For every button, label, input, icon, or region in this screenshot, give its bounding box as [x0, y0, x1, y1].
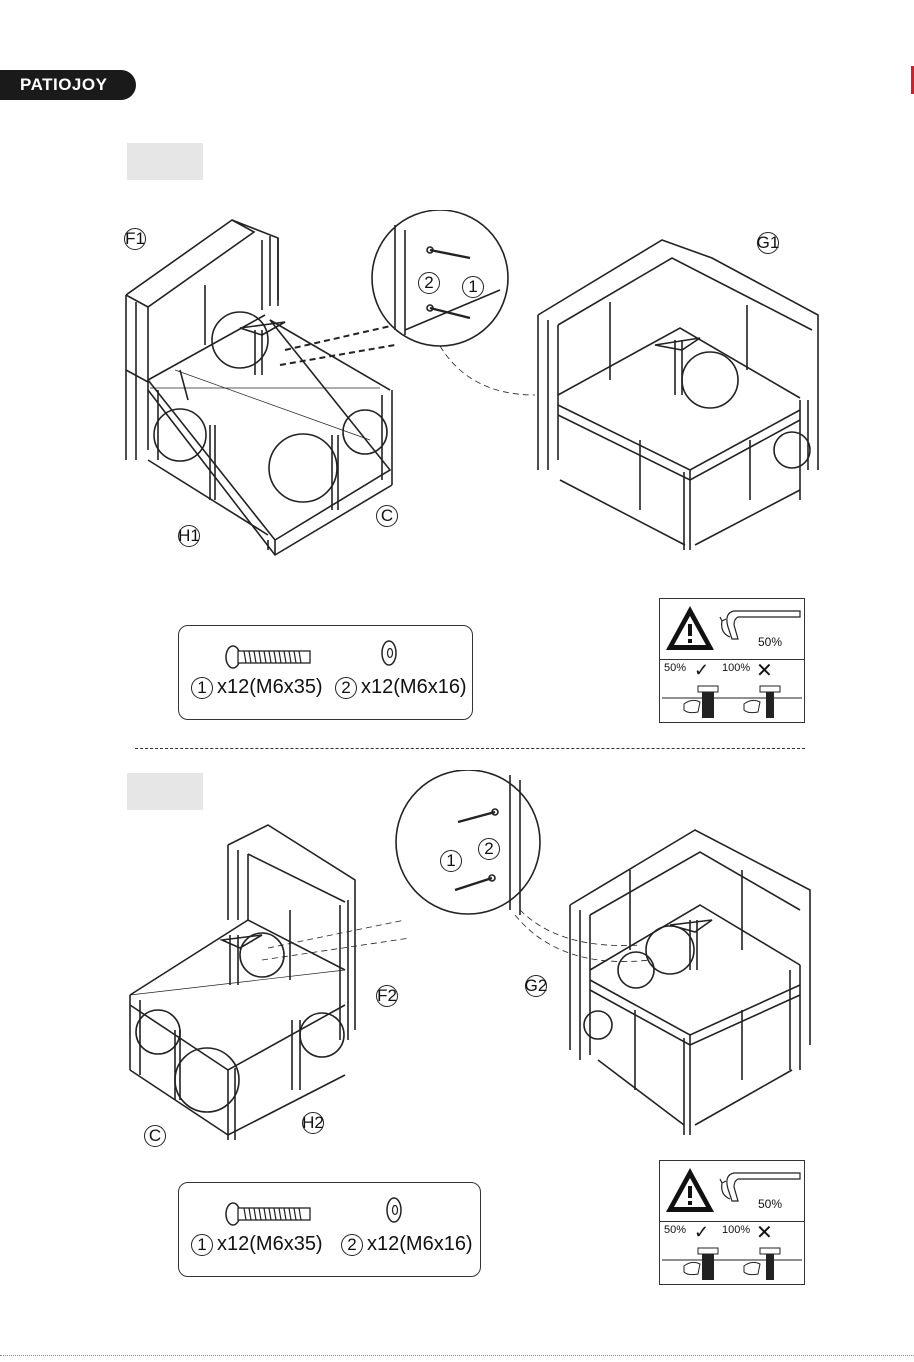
detail-circle: [682, 352, 738, 408]
warning-triangle-icon: [664, 603, 716, 653]
part-label-f2: F2: [376, 985, 398, 1007]
detail-circle: [269, 434, 337, 502]
detail-circle: [300, 1013, 344, 1057]
part-label-h1: H1: [178, 525, 200, 547]
section-divider: [135, 748, 805, 749]
corner-frame-right: [538, 240, 818, 550]
assembly-diagram-step-1: [0, 210, 914, 560]
callout-number-1: 1: [440, 850, 462, 872]
assembly-diagram-step-2: [0, 770, 914, 1150]
bolt-icon: [224, 1201, 314, 1227]
part-label-g1: G1: [757, 232, 779, 254]
detail-circle: [240, 933, 284, 977]
corner-frame-right-2: [570, 830, 810, 1135]
chair-frame-left: [126, 220, 392, 555]
brand-logo: PATIOJOY: [0, 70, 136, 100]
detail-circle: [618, 952, 654, 988]
torque-warning-step-1: 50% 50% ✓ 100% ✕: [659, 598, 805, 723]
detail-circle: [154, 409, 206, 461]
bolt-icon: [224, 644, 314, 670]
part-label-c: C: [376, 505, 398, 527]
step-number-box-1: [127, 143, 203, 180]
callout-number-1: 1: [462, 276, 484, 298]
detail-circle: [584, 1011, 612, 1039]
detail-circle: [774, 432, 810, 468]
detail-circle: [343, 410, 387, 454]
part-label-f1: F1: [124, 228, 146, 250]
washer-icon: [379, 638, 399, 668]
zoom-callout-step-1: [372, 210, 508, 346]
part-label-g2: G2: [525, 975, 547, 997]
detail-circle: [175, 1048, 239, 1112]
page-bottom-rule: [0, 1355, 914, 1356]
washer-icon: [384, 1195, 404, 1225]
callout-number-2: 2: [418, 272, 440, 294]
tighten-comparison-icon: [662, 680, 802, 720]
part-label-c-2: C: [144, 1125, 166, 1147]
warning-triangle-icon: [664, 1165, 716, 1215]
detail-circle: [136, 1010, 180, 1054]
check-icon: ✓: [694, 1222, 709, 1243]
callout-number-2: 2: [478, 838, 500, 860]
tighten-comparison-icon: [662, 1242, 802, 1282]
torque-warning-step-2: 50% 50% ✓ 100% ✕: [659, 1160, 805, 1285]
zoom-callout-step-2: [396, 770, 540, 915]
part-label-h2: H2: [302, 1112, 324, 1134]
chair-frame-left-2: [130, 825, 355, 1140]
check-icon: ✓: [694, 660, 709, 681]
